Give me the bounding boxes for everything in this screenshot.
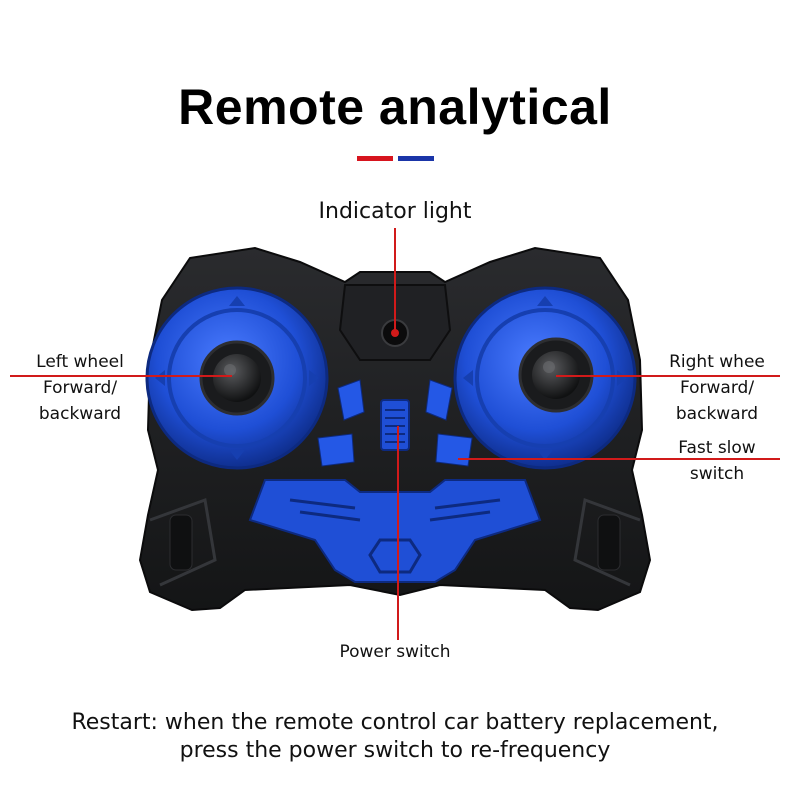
label-right-wheel-line2: Forward/ (679, 378, 755, 398)
label-left-wheel-line1: Left wheel (36, 352, 124, 372)
grip-slot-right (597, 514, 621, 571)
plate-groove-right-2 (429, 510, 491, 522)
trim-button-right-upper[interactable] (425, 379, 453, 421)
plate-emblem (368, 538, 422, 574)
fast-slow-switch[interactable] (435, 433, 473, 467)
body-contour-right (573, 497, 641, 587)
footer-note-line2: press the power switch to re-frequency (179, 738, 611, 763)
title-accent-red (357, 156, 393, 161)
grip-slot-left (169, 514, 193, 571)
left-joystick[interactable] (145, 286, 329, 470)
title-accent-blue (398, 156, 434, 161)
trim-button-left-upper[interactable] (337, 379, 365, 421)
plate-groove-right-1 (434, 498, 501, 510)
plate-groove-left-2 (299, 510, 361, 522)
label-fast-slow-line1: Fast slow (678, 438, 756, 458)
page-title: Remote analytical (178, 79, 612, 135)
right-joystick[interactable] (453, 286, 637, 470)
plate-groove-left-1 (289, 498, 356, 510)
power-switch[interactable] (380, 399, 410, 451)
label-right-wheel: Right whee Forward/ backward (652, 349, 782, 427)
label-left-wheel-line2: Forward/ (42, 378, 118, 398)
body-contour-left (149, 497, 217, 587)
trim-button-left-lower[interactable] (317, 433, 355, 467)
label-fast-slow-line2: switch (689, 464, 745, 484)
label-indicator-light: Indicator light (318, 199, 472, 224)
label-left-wheel: Left wheel Forward/ backward (20, 349, 140, 427)
label-fast-slow-switch: Fast slow switch (662, 435, 772, 487)
label-power-switch: Power switch (339, 642, 451, 662)
label-left-wheel-line3: backward (38, 404, 122, 424)
label-right-wheel-line3: backward (675, 404, 759, 424)
label-right-wheel-line1: Right whee (669, 352, 765, 372)
footer-note-line1: Restart: when the remote control car bat… (71, 710, 719, 735)
